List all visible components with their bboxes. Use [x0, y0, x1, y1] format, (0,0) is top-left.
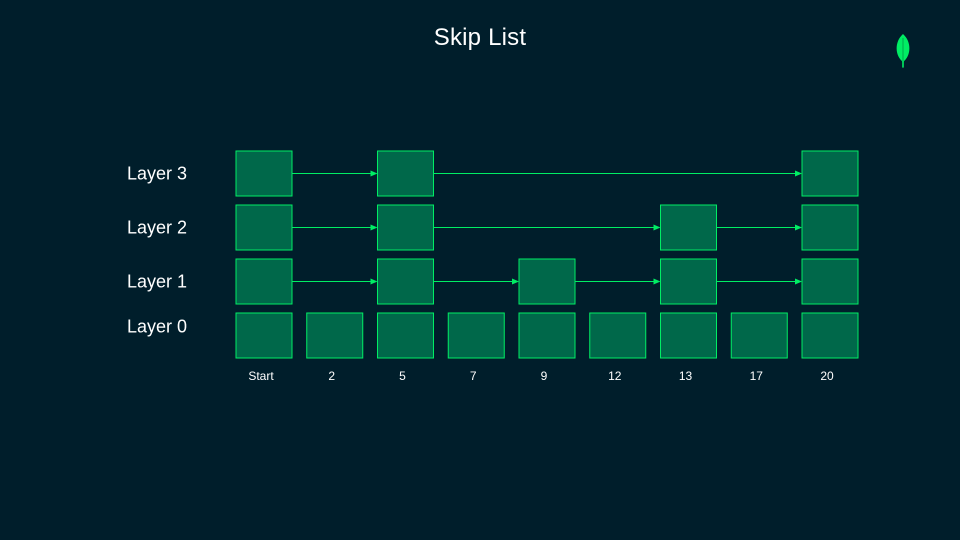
- leaf-icon: [896, 34, 910, 68]
- layer-0-node-7: [447, 312, 505, 359]
- layer-0-node-12: [589, 312, 647, 359]
- layer-1-node-9: [518, 258, 576, 305]
- layer-0-node-17: [730, 312, 788, 359]
- layer-2-node-start: [235, 204, 293, 251]
- column-label-20: 20: [820, 369, 834, 383]
- layer-2-node-5: [377, 204, 434, 251]
- layer-2-node-20: [801, 204, 859, 251]
- layer-2-label: Layer 2: [127, 218, 187, 238]
- column-label-9: 9: [541, 369, 548, 383]
- layer-3-label: Layer 3: [127, 164, 187, 184]
- layer-0-label: Layer 0: [127, 317, 187, 337]
- layer-3-node-5: [377, 150, 434, 197]
- layer-3-node-20: [801, 150, 859, 197]
- layer-1-node-start: [235, 258, 293, 305]
- column-label-12: 12: [608, 369, 622, 383]
- layer-1-node-20: [801, 258, 859, 305]
- nodes-group: [235, 150, 859, 359]
- labels-group: Layer 3 Layer 2 Layer 1 Layer 0 Start 2 5 7 9 12 1…: [127, 164, 834, 384]
- layer-0-node-start: [235, 312, 293, 359]
- layer-1-node-5: [377, 258, 434, 305]
- layer-2-node-13: [660, 204, 717, 251]
- slide-title: Skip List: [433, 24, 527, 51]
- layer-0-node-13: [660, 312, 717, 359]
- links-group: [292, 170, 802, 285]
- column-label-17: 17: [750, 369, 764, 383]
- layer-0-node-5: [377, 312, 434, 359]
- column-label-5: 5: [399, 369, 406, 383]
- layer-0-node-9: [518, 312, 576, 359]
- column-label-7: 7: [470, 369, 477, 383]
- column-label-2: 2: [328, 369, 335, 383]
- layer-1-node-13: [660, 258, 717, 305]
- layer-1-label: Layer 1: [127, 272, 187, 292]
- layer-0-node-2: [306, 312, 364, 359]
- layer-0-node-20: [801, 312, 859, 359]
- column-label-start: Start: [248, 369, 274, 383]
- layer-3-node-start: [235, 150, 293, 197]
- column-label-13: 13: [679, 369, 693, 383]
